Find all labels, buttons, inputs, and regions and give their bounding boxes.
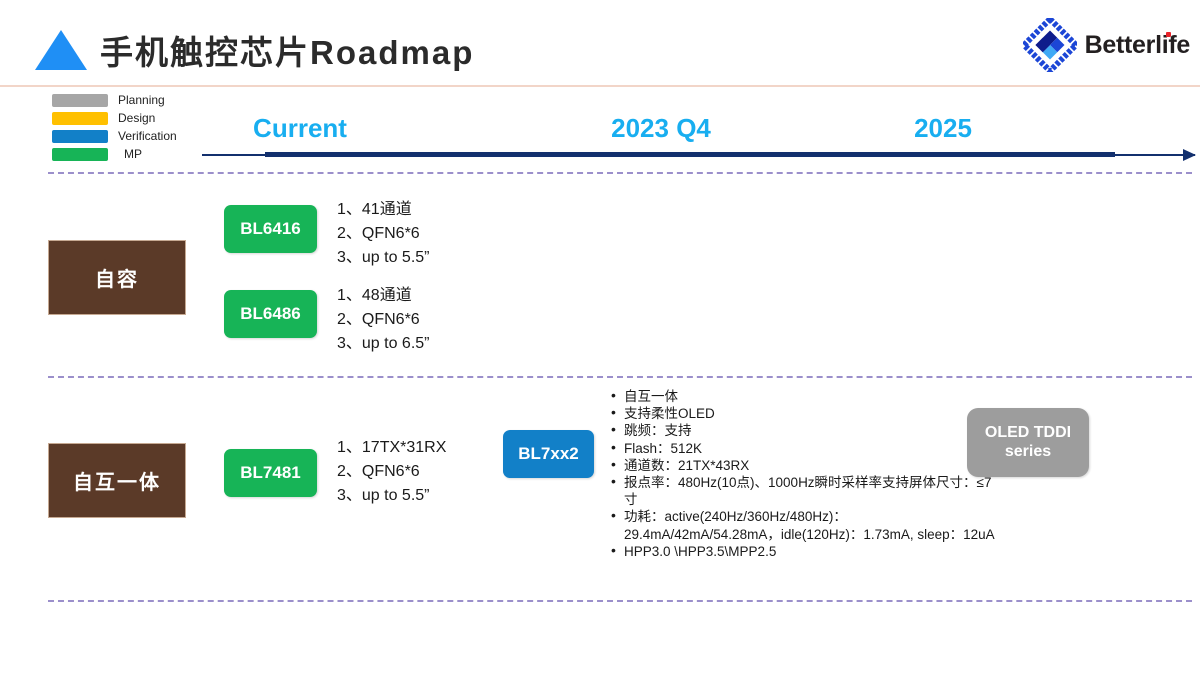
feature-list-bl7xx2: 自互一体 支持柔性OLED 跳频：支持 Flash：512K 通道数：21TX*… — [610, 387, 995, 560]
legend-label-verification: Verification — [118, 129, 177, 143]
timeline-arrowhead-icon — [1183, 149, 1196, 161]
legend-label-design: Design — [118, 111, 156, 125]
spec-line: 3、up to 5.5” — [337, 487, 430, 504]
timeline-label-2025: 2025 — [914, 113, 972, 143]
spec-list-bl6416: 1、41通道 2、QFN6*6 3、up to 5.5” — [337, 198, 430, 270]
spec-line: 2、QFN6*6 — [337, 463, 420, 480]
legend-swatch-planning — [52, 93, 108, 107]
timeline-label-current: Current — [253, 113, 347, 143]
spec-line: 1、41通道 — [337, 201, 412, 218]
spec-list-bl7481: 1、17TX*31RX 2、QFN6*6 3、up to 5.5” — [337, 436, 446, 508]
timeline-axis-arrow — [202, 149, 1196, 161]
spec-line: 1、17TX*31RX — [337, 439, 447, 456]
brand-logo-label: Betterlife — [1084, 30, 1191, 59]
feature-item: HPP3.0 \HPP3.5\MPP2.5 — [610, 542, 995, 560]
chip-label-line1: OLED TDDI — [984, 423, 1072, 441]
chip-card-oled-tddi-series[interactable]: OLED TDDI series — [967, 408, 1089, 477]
chip-card-bl6486[interactable]: BL6486 — [224, 290, 317, 338]
chip-card-bl7xx2[interactable]: BL7xx2 — [503, 430, 594, 478]
legend-item-mp: MP — [52, 146, 177, 162]
page-title: 手机触控芯片Roadmap — [100, 34, 475, 71]
legend-label-planning: Planning — [118, 93, 165, 107]
row-separator-top — [48, 172, 1192, 174]
row-separator-middle — [48, 376, 1192, 378]
feature-item: 功耗：active(240Hz/360Hz/480Hz)：29.4mA/42mA… — [610, 507, 995, 542]
category-label-self-mutual: 自互一体 — [48, 443, 186, 518]
chip-card-bl6416[interactable]: BL6416 — [224, 205, 317, 253]
chip-label-line2: series — [1004, 442, 1052, 460]
brand-logo-text: Betterlife — [1084, 30, 1191, 60]
timeline-axis-emphasis — [265, 152, 1115, 157]
legend-swatch-design — [52, 111, 108, 125]
feature-item: 跳频：支持 — [610, 421, 995, 439]
spec-line: 2、QFN6*6 — [337, 311, 420, 328]
spec-line: 3、up to 5.5” — [337, 249, 430, 266]
row-separator-bottom — [48, 600, 1192, 602]
spec-list-bl6486: 1、48通道 2、QFN6*6 3、up to 6.5” — [337, 284, 430, 356]
legend-label-mp: MP — [124, 147, 142, 161]
legend-swatch-verification — [52, 129, 108, 143]
status-legend: Planning Design Verification MP — [52, 92, 177, 164]
feature-item: 报点率：480Hz(10点)、1000Hz瞬时采样率支持屏体尺寸：≤7寸 — [610, 473, 995, 508]
category-label-self-capacitance: 自容 — [48, 240, 186, 315]
feature-item: 通道数：21TX*43RX — [610, 456, 995, 474]
feature-item: 自互一体 — [610, 387, 995, 405]
brand-logo-accent-dot — [1166, 31, 1171, 37]
legend-item-design: Design — [52, 110, 177, 126]
spec-line: 3、up to 6.5” — [337, 335, 430, 352]
legend-swatch-mp — [52, 147, 108, 161]
legend-item-verification: Verification — [52, 128, 177, 144]
brand-logo: Betterlife — [1022, 18, 1191, 72]
feature-item: 支持柔性OLED — [610, 404, 995, 422]
chip-card-bl7481[interactable]: BL7481 — [224, 449, 317, 497]
legend-item-planning: Planning — [52, 92, 177, 108]
spec-line: 2、QFN6*6 — [337, 225, 420, 242]
triangle-up-icon — [35, 30, 87, 70]
betterlife-diamond-logo-icon — [1022, 18, 1077, 72]
timeline-label-2023q4: 2023 Q4 — [611, 113, 711, 143]
header-divider — [0, 85, 1200, 87]
feature-item: Flash：512K — [610, 439, 995, 457]
spec-line: 1、48通道 — [337, 287, 412, 304]
